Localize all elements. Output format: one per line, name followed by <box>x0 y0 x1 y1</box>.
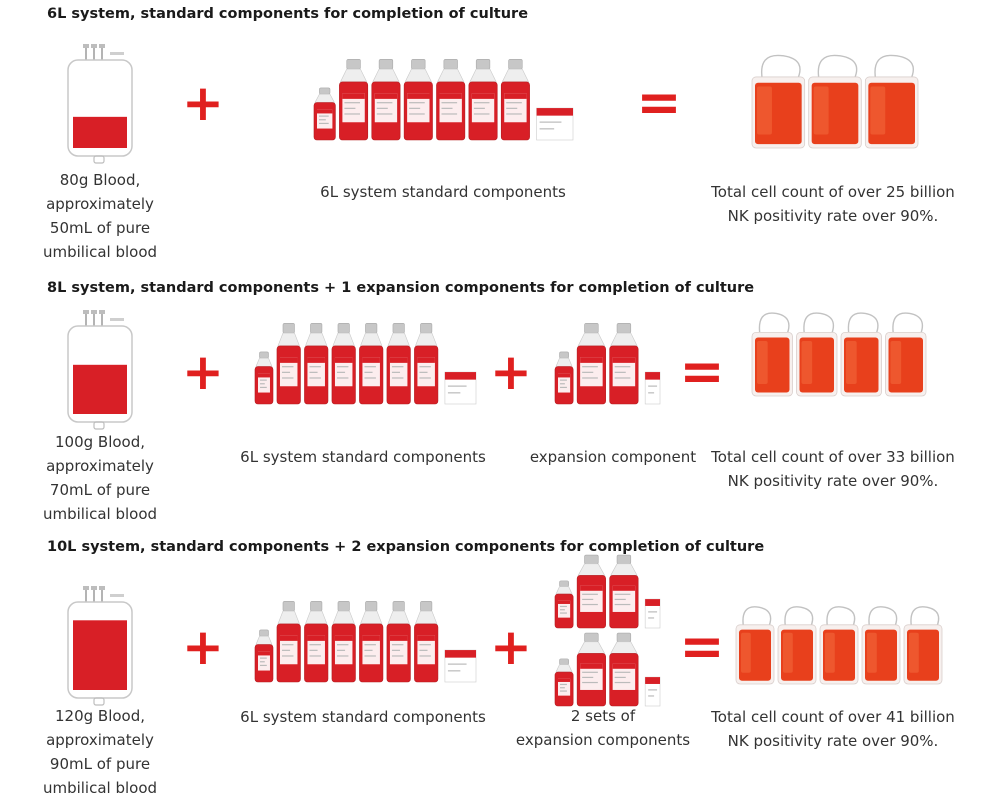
result-line: NK positivity rate over 90%. <box>727 207 939 225</box>
blood-description: 120g Blood, approximately 90mL of pure u… <box>30 704 170 800</box>
blood-line: umbilical blood <box>42 243 158 261</box>
blood-line: approximately <box>46 457 154 475</box>
expansion-line: 2 sets of <box>570 707 636 725</box>
standard-components-kit-icon <box>313 59 574 141</box>
blood-line: 70mL of pure <box>49 481 151 499</box>
expansion-component-kit-icon <box>554 554 661 629</box>
result-description: Total cell count of over 25 billion NK p… <box>703 180 963 228</box>
blood-bag-icon <box>67 44 133 164</box>
blood-line: 80g Blood, <box>59 171 141 189</box>
blood-bag-icon <box>67 586 133 706</box>
section-title-10l: 10L system, standard components + 2 expa… <box>47 539 765 555</box>
blood-description: 80g Blood, approximately 50mL of pure um… <box>30 168 170 264</box>
equals-sign: = <box>679 340 725 403</box>
standard-components-label: 6L system standard components <box>240 448 486 466</box>
blood-bag-icon <box>67 310 133 430</box>
result-line: NK positivity rate over 90%. <box>727 472 939 490</box>
blood-line: umbilical blood <box>42 779 158 797</box>
expansion-component-label: expansion component <box>529 448 697 466</box>
result-line: Total cell count of over 25 billion <box>711 183 955 201</box>
blood-line: 120g Blood, <box>54 707 146 725</box>
expansion-components-label: 2 sets of expansion components <box>503 704 703 752</box>
expansion-component-kit-icon <box>554 323 661 405</box>
plus-sign: + <box>182 343 224 401</box>
culture-bags-icon <box>751 54 919 149</box>
plus-sign: + <box>182 618 224 676</box>
result-line: NK positivity rate over 90%. <box>727 732 939 750</box>
standard-components-kit-icon <box>254 323 477 405</box>
blood-line: 50mL of pure <box>49 219 151 237</box>
culture-bags-icon <box>735 606 943 685</box>
blood-line: umbilical blood <box>42 505 158 523</box>
blood-line: approximately <box>46 195 154 213</box>
equals-sign: = <box>636 71 682 134</box>
result-line: Total cell count of over 33 billion <box>711 448 955 466</box>
section-title-8l: 8L system, standard components + 1 expan… <box>47 280 755 296</box>
culture-bags-icon <box>751 312 927 397</box>
plus-sign: + <box>490 343 532 401</box>
blood-line: approximately <box>46 731 154 749</box>
blood-line: 100g Blood, <box>54 433 146 451</box>
section-title-6l: 6L system, standard components for compl… <box>47 6 529 22</box>
expansion-component-kit-icon <box>554 632 661 707</box>
expansion-line: expansion components <box>515 731 691 749</box>
standard-components-kit-icon <box>254 601 477 683</box>
result-description: Total cell count of over 33 billion NK p… <box>703 445 963 493</box>
standard-components-label: 6L system standard components <box>320 183 566 201</box>
equals-sign: = <box>679 615 725 678</box>
blood-description: 100g Blood, approximately 70mL of pure u… <box>30 430 170 526</box>
standard-components-label: 6L system standard components <box>240 708 486 726</box>
result-description: Total cell count of over 41 billion NK p… <box>703 705 963 753</box>
plus-sign: + <box>490 618 532 676</box>
plus-sign: + <box>182 74 224 132</box>
result-line: Total cell count of over 41 billion <box>711 708 955 726</box>
blood-line: 90mL of pure <box>49 755 151 773</box>
